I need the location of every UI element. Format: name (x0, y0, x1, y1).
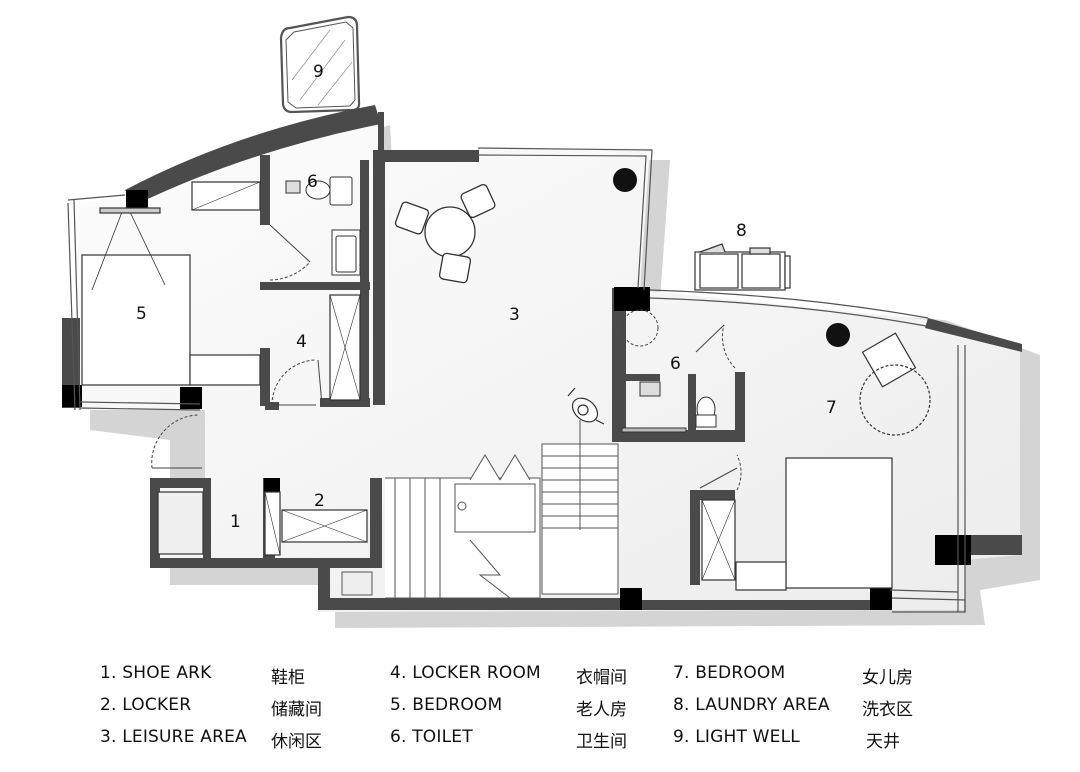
round-pillars (613, 168, 850, 347)
legend-item-9-en: 9. LIGHT WELL (673, 727, 800, 747)
toilet-fixtures (285, 176, 717, 433)
room-labels: 1 2 3 4 5 6 6 7 8 9 (136, 62, 837, 532)
room-label-6-upper: 6 (307, 172, 318, 192)
legend-item-8-cn: 洗衣区 (862, 700, 913, 720)
bed-right (735, 332, 931, 591)
light-well (279, 15, 361, 114)
legend-item-2-cn: 储藏间 (271, 700, 322, 720)
legend-item-5-en: 5. BEDROOM (390, 695, 503, 715)
legend-item-1-en: 1. SHOE ARK (100, 663, 212, 683)
legend-item-4-en: 4. LOCKER ROOM (390, 663, 541, 683)
floor-plan: 1 2 3 4 5 6 6 7 8 9 (62, 15, 1040, 628)
legend-item-8-en: 8. LAUNDRY AREA (673, 695, 830, 715)
legend-item-1-cn: 鞋柜 (271, 668, 305, 688)
room-label-1: 1 (230, 512, 241, 532)
legend-item-6-cn: 卫生间 (576, 732, 627, 752)
room-label-3: 3 (509, 305, 520, 325)
room-label-9: 9 (313, 62, 324, 82)
room-label-8: 8 (736, 221, 747, 241)
legend-item-9-cn: 天井 (866, 732, 900, 752)
room-label-5: 5 (136, 304, 147, 324)
legend-item-3-cn: 休闲区 (271, 732, 322, 752)
table-chairs (394, 183, 496, 284)
columns (62, 190, 971, 610)
floor-area (75, 112, 1020, 612)
legend-item-4-cn: 衣帽间 (576, 668, 627, 688)
room-label-6-lower: 6 (670, 354, 681, 374)
legend-item-2-en: 2. LOCKER (100, 695, 192, 715)
legend-item-5-cn: 老人房 (576, 700, 627, 720)
wardrobes (157, 181, 736, 581)
legend-item-3-en: 3. LEISURE AREA (100, 727, 247, 747)
person-figure (567, 387, 605, 425)
legend-item-6-en: 6. TOILET (390, 727, 473, 747)
room-label-7: 7 (826, 398, 837, 418)
room-label-2: 2 (314, 491, 325, 511)
window-frames (67, 147, 966, 613)
laundry-appliances (694, 243, 791, 291)
legend-item-7-cn: 女儿房 (862, 668, 913, 688)
stairs (341, 420, 619, 599)
legend-item-7-en: 7. BEDROOM (673, 663, 786, 683)
room-label-4: 4 (296, 332, 307, 352)
doors (151, 224, 742, 491)
bed-left (81, 207, 261, 386)
